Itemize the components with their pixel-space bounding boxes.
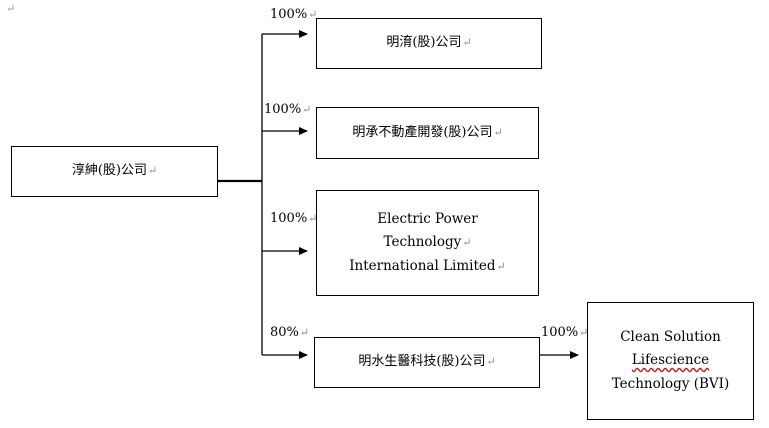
grandchild-label-line-2: Lifescience [631,352,710,369]
return-mark: ↵ [462,236,472,250]
return-mark: ↵ [493,125,503,139]
return-mark: ↵ [579,326,589,339]
subsidiary-box-2: 明承不動產開發(股)公司↵ [316,107,539,159]
ownership-label-3: 100%↵ [270,212,317,225]
return-mark: ↵ [486,355,496,369]
return-mark: ↵ [308,212,318,225]
grandchild-label-line-1: Clean Solution [620,328,721,345]
parent-company-box: 淳紳(股)公司↵ [11,146,218,197]
ownership-label-4: 80%↵ [270,326,309,339]
subsidiary-label-1: 明淯(股)公司 [386,35,462,51]
paragraph-mark: ↵ [6,2,16,15]
ownership-value-3: 100% [270,211,308,226]
return-mark: ↵ [496,259,506,273]
subsidiary-label-4: 明水生醫科技(股)公司 [358,354,486,370]
ownership-label-grandchild: 100%↵ [541,326,588,339]
subsidiary-label-2: 明承不動產開發(股)公司 [352,124,493,140]
subsidiary-label-3-line-3: International Limited [349,257,496,274]
subsidiary-label-3-line-2: Technology [383,234,462,251]
grandchild-label-line-3: Technology (BVI) [611,375,730,392]
ownership-label-2: 100%↵ [264,103,311,116]
grandchild-company-box: Clean Solution Lifescience Technology (B… [587,302,754,420]
ownership-value-1: 100% [270,7,308,22]
parent-company-label: 淳紳(股)公司 [71,163,147,179]
subsidiary-label-3-line-1: Electric Power [377,210,478,227]
return-mark: ↵ [308,8,318,21]
subsidiary-box-1: 明淯(股)公司↵ [316,18,542,69]
ownership-value-4: 80% [270,325,299,340]
subsidiary-box-3: Electric Power Technology↵ International… [316,190,539,296]
return-mark: ↵ [299,326,310,339]
return-mark: ↵ [147,164,158,178]
ownership-value-2: 100% [264,102,302,117]
return-mark: ↵ [462,36,472,50]
ownership-value-grandchild: 100% [541,325,579,340]
subsidiary-box-4: 明水生醫科技(股)公司↵ [314,337,540,388]
ownership-label-1: 100%↵ [270,8,317,21]
return-mark: ↵ [302,103,312,116]
